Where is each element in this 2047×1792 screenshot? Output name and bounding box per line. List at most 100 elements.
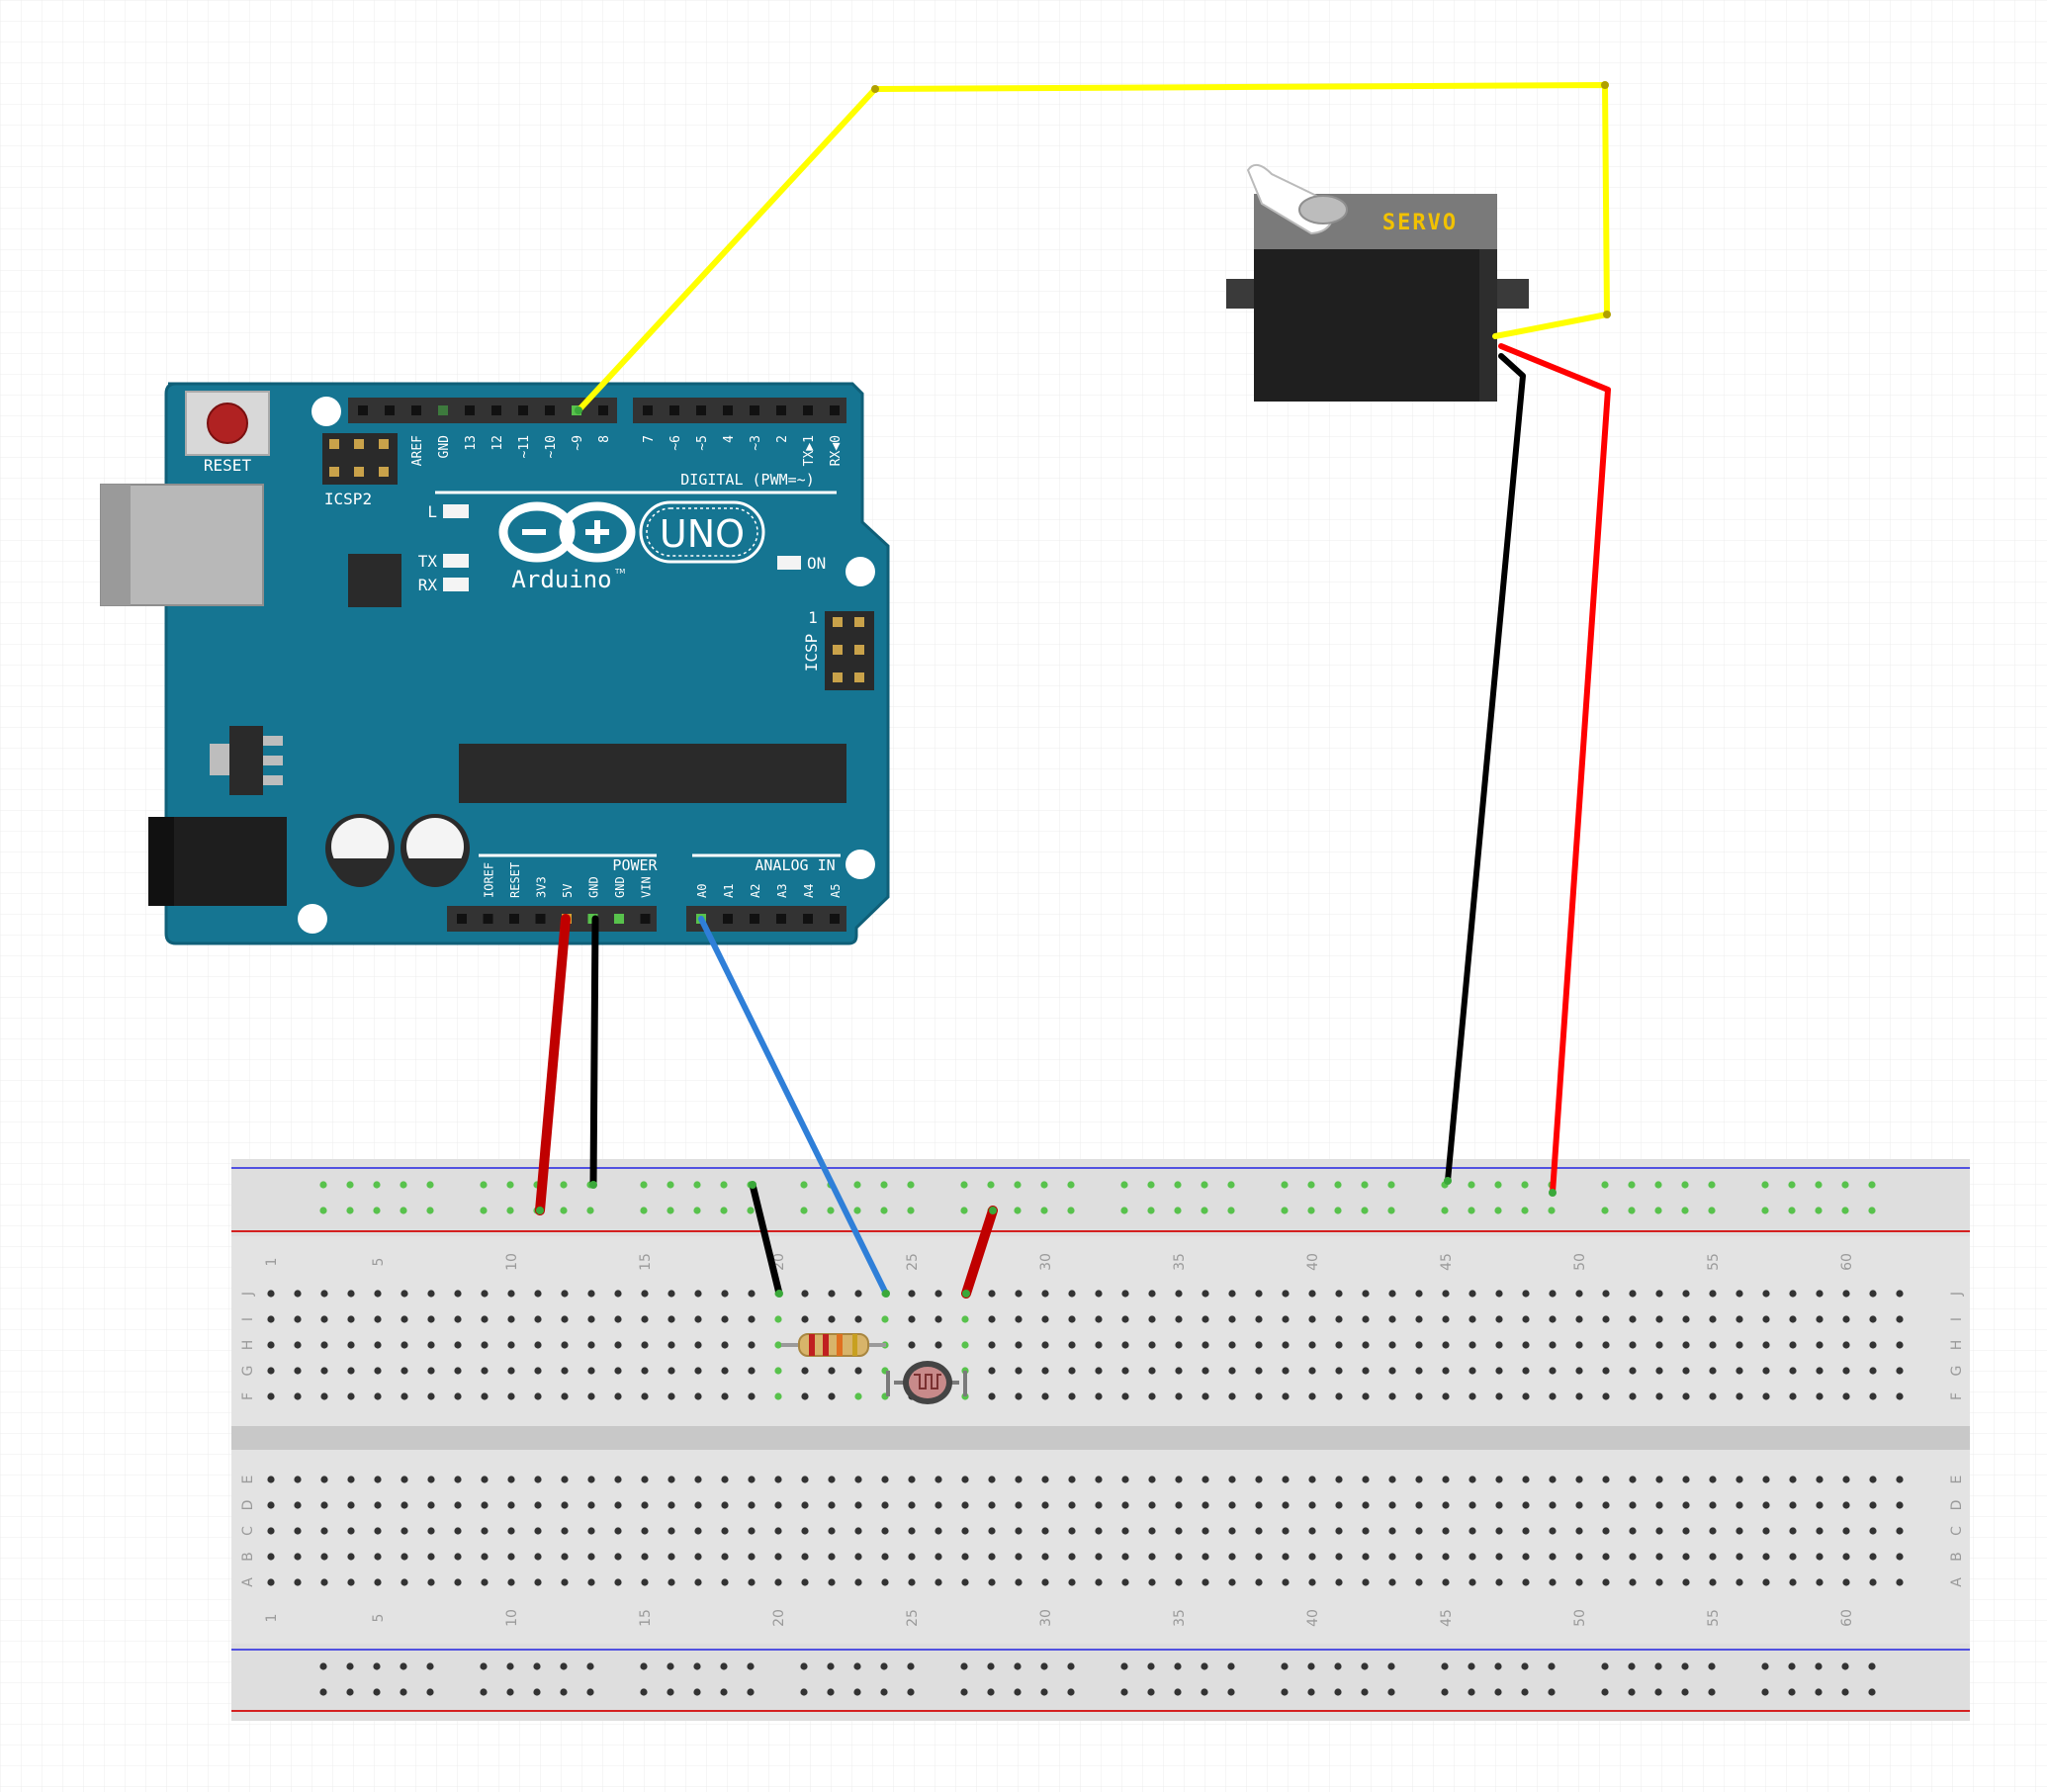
breadboard-hole[interactable] (1095, 1392, 1103, 1400)
breadboard-hole[interactable] (1575, 1578, 1583, 1586)
breadboard-hole[interactable] (347, 1527, 355, 1535)
rail-hole[interactable] (1521, 1662, 1529, 1670)
breadboard-hole[interactable] (454, 1527, 462, 1535)
breadboard-hole[interactable] (908, 1553, 916, 1561)
breadboard-hole[interactable] (801, 1367, 809, 1375)
breadboard-hole[interactable] (934, 1341, 942, 1349)
breadboard-hole[interactable] (801, 1553, 809, 1561)
header-pin[interactable] (509, 914, 519, 924)
breadboard-hole[interactable] (1575, 1527, 1583, 1535)
rail-hole[interactable] (1868, 1688, 1876, 1696)
breadboard-hole[interactable] (1228, 1392, 1236, 1400)
breadboard-hole[interactable] (1442, 1341, 1450, 1349)
breadboard-hole[interactable] (1148, 1476, 1156, 1483)
header-pin[interactable] (643, 405, 653, 415)
breadboard-hole[interactable] (1121, 1367, 1129, 1375)
breadboard-hole[interactable] (774, 1476, 782, 1483)
breadboard-hole[interactable] (374, 1501, 382, 1509)
breadboard-hole[interactable] (614, 1553, 622, 1561)
breadboard-hole[interactable] (587, 1341, 595, 1349)
rail-hole[interactable] (1361, 1688, 1369, 1696)
breadboard-hole[interactable] (801, 1476, 809, 1483)
rail-hole[interactable] (1681, 1181, 1689, 1189)
breadboard-hole[interactable] (1415, 1553, 1423, 1561)
breadboard-hole[interactable] (1335, 1290, 1343, 1298)
breadboard-hole[interactable] (507, 1476, 515, 1483)
breadboard-hole[interactable] (1442, 1315, 1450, 1323)
rail-hole[interactable] (1681, 1688, 1689, 1696)
breadboard-hole[interactable] (854, 1476, 862, 1483)
breadboard-hole[interactable] (854, 1578, 862, 1586)
breadboard-hole[interactable] (1095, 1341, 1103, 1349)
rail-hole[interactable] (1601, 1688, 1609, 1696)
breadboard-hole[interactable] (1869, 1341, 1877, 1349)
rail-hole[interactable] (1788, 1662, 1796, 1670)
breadboard-hole[interactable] (721, 1553, 729, 1561)
breadboard-hole[interactable] (1335, 1527, 1343, 1535)
breadboard-hole[interactable] (534, 1501, 542, 1509)
breadboard-hole[interactable] (1816, 1341, 1824, 1349)
breadboard-hole[interactable] (1308, 1341, 1316, 1349)
breadboard-hole[interactable] (1495, 1527, 1503, 1535)
header-pin[interactable] (803, 405, 813, 415)
breadboard-hole[interactable] (267, 1290, 275, 1298)
rail-hole[interactable] (720, 1207, 728, 1214)
breadboard-hole[interactable] (1789, 1392, 1797, 1400)
breadboard-hole[interactable] (1068, 1315, 1076, 1323)
breadboard-hole[interactable] (427, 1527, 435, 1535)
breadboard-hole[interactable] (1468, 1367, 1476, 1375)
rail-hole[interactable] (1040, 1662, 1048, 1670)
breadboard-hole[interactable] (1228, 1527, 1236, 1535)
breadboard-hole[interactable] (1095, 1367, 1103, 1375)
breadboard-hole[interactable] (748, 1476, 756, 1483)
rail-hole[interactable] (720, 1181, 728, 1189)
breadboard-hole[interactable] (1549, 1553, 1557, 1561)
rail-hole[interactable] (319, 1207, 327, 1214)
breadboard-hole[interactable] (267, 1392, 275, 1400)
breadboard-hole[interactable] (1655, 1578, 1663, 1586)
rail-hole[interactable] (693, 1662, 701, 1670)
breadboard-hole[interactable] (1255, 1341, 1263, 1349)
breadboard-holes[interactable] (267, 1181, 1904, 1696)
breadboard-hole[interactable] (1442, 1476, 1450, 1483)
breadboard-hole[interactable] (454, 1501, 462, 1509)
rail-hole[interactable] (1067, 1688, 1075, 1696)
breadboard-hole[interactable] (1869, 1315, 1877, 1323)
breadboard-hole[interactable] (1202, 1553, 1209, 1561)
breadboard-hole[interactable] (1175, 1527, 1183, 1535)
rail-hole[interactable] (987, 1662, 995, 1670)
breadboard-hole[interactable] (828, 1290, 836, 1298)
rail-hole[interactable] (1788, 1688, 1796, 1696)
breadboard-hole[interactable] (641, 1367, 649, 1375)
breadboard-hole[interactable] (561, 1392, 569, 1400)
breadboard-hole[interactable] (1522, 1392, 1530, 1400)
breadboard-hole[interactable] (1148, 1367, 1156, 1375)
rail-hole[interactable] (1761, 1181, 1769, 1189)
breadboard-hole[interactable] (1415, 1501, 1423, 1509)
breadboard-hole[interactable] (614, 1367, 622, 1375)
rail-hole[interactable] (1628, 1181, 1636, 1189)
breadboard-hole[interactable] (374, 1367, 382, 1375)
breadboard-hole[interactable] (1549, 1578, 1557, 1586)
rail-hole[interactable] (319, 1181, 327, 1189)
rail-hole[interactable] (506, 1688, 514, 1696)
breadboard-hole[interactable] (1602, 1315, 1610, 1323)
breadboard-hole[interactable] (1041, 1476, 1049, 1483)
breadboard-hole[interactable] (1068, 1476, 1076, 1483)
breadboard-hole[interactable] (1255, 1315, 1263, 1323)
breadboard-hole[interactable] (1015, 1392, 1023, 1400)
breadboard-hole[interactable] (1869, 1527, 1877, 1535)
breadboard-hole[interactable] (427, 1476, 435, 1483)
breadboard-hole[interactable] (1175, 1392, 1183, 1400)
breadboard-hole[interactable] (561, 1290, 569, 1298)
breadboard-hole[interactable] (1575, 1341, 1583, 1349)
breadboard-hole[interactable] (1442, 1367, 1450, 1375)
header-pin[interactable] (776, 914, 786, 924)
breadboard-hole[interactable] (1762, 1367, 1770, 1375)
breadboard-hole[interactable] (1736, 1578, 1743, 1586)
breadboard-hole[interactable] (1762, 1553, 1770, 1561)
breadboard-hole[interactable] (1682, 1315, 1690, 1323)
breadboard-hole[interactable] (347, 1367, 355, 1375)
breadboard-hole[interactable] (828, 1501, 836, 1509)
rail-hole[interactable] (373, 1688, 381, 1696)
